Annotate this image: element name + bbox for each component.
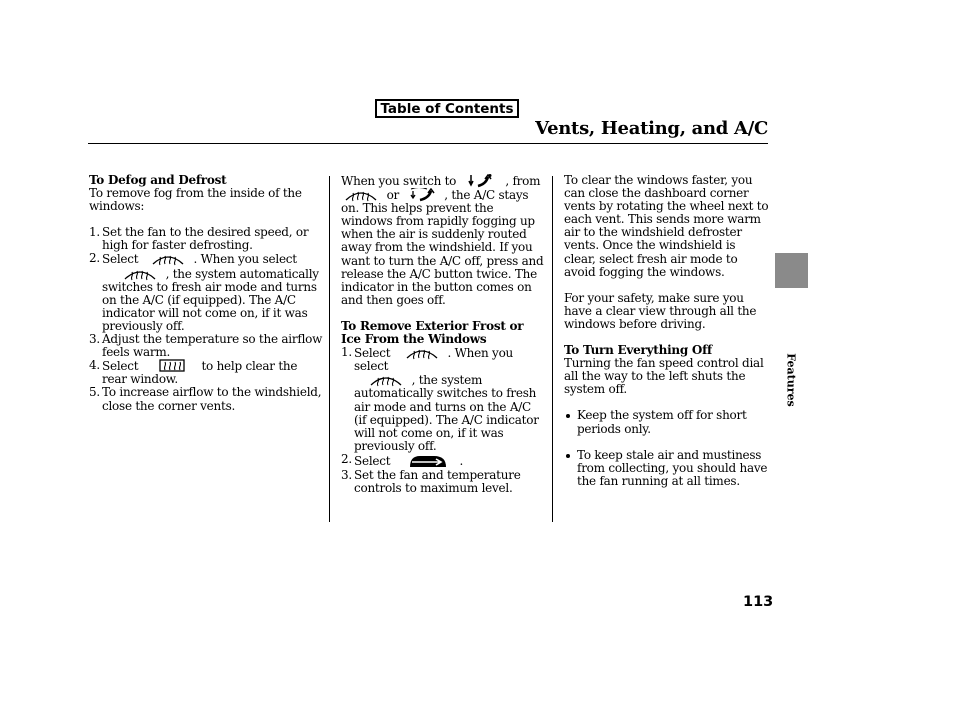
floor-defrost-mode-icon xyxy=(468,174,492,188)
list-item: To keep stale air and mustiness from col… xyxy=(564,448,769,488)
heading-turn-off: To Turn Everything Off xyxy=(564,343,712,358)
section-title: Vents, Heating, and A/C xyxy=(535,118,768,139)
header-divider xyxy=(88,143,768,144)
heading-frost: To Remove Exterior Frost or Ice From the… xyxy=(341,318,524,347)
column-defog: To Defog and Defrost To remove fog from … xyxy=(89,173,324,413)
windshield-defrost-icon xyxy=(370,377,402,387)
list-item: 3.Set the fan and temperature controls t… xyxy=(341,467,521,495)
floor-defrost-mode-icon xyxy=(410,188,435,202)
frost-steps: 1.Select . When you select , the system … xyxy=(341,346,546,495)
column-divider-1 xyxy=(329,176,330,522)
defog-steps: 1.Set the fan to the desired speed, or h… xyxy=(89,226,324,412)
table-of-contents-button[interactable]: Table of Contents xyxy=(375,99,519,118)
list-item: 4.Select to help clear the rear window. xyxy=(89,358,298,387)
heading-defog: To Defog and Defrost xyxy=(89,173,227,187)
column-off: To clear the windows faster, you can clo… xyxy=(564,173,769,488)
list-item: 1.Select . When you select , the system … xyxy=(341,345,539,453)
defog-intro: To remove fog from the inside of the win… xyxy=(89,186,302,214)
windshield-defrost-icon xyxy=(124,270,156,280)
column-divider-2 xyxy=(552,176,553,522)
windshield-defrost-icon xyxy=(345,191,377,202)
off-bullets: Keep the system off for short periods on… xyxy=(564,409,769,487)
mode-paragraph: When you switch to , from or , the A/C s… xyxy=(341,174,544,307)
list-item: 1.Set the fan to the desired speed, or h… xyxy=(89,225,309,253)
page-number: 113 xyxy=(743,594,774,610)
chapter-tab-marker xyxy=(775,253,808,288)
list-item: Keep the system off for short periods on… xyxy=(564,409,769,435)
clear-windows-paragraph: To clear the windows faster, you can clo… xyxy=(564,173,769,279)
list-item: 2.Select . When you select , the system … xyxy=(89,251,319,333)
turn-off-paragraph: Turning the fan speed control dial all t… xyxy=(564,356,764,397)
column-frost: When you switch to , from or , the A/C s… xyxy=(341,174,546,495)
windshield-defrost-icon xyxy=(152,256,184,266)
safety-paragraph: For your safety, make sure you have a cl… xyxy=(564,290,757,331)
windshield-defrost-icon xyxy=(406,349,438,360)
fresh-air-mode-icon xyxy=(409,455,446,467)
list-item: 3.Adjust the temperature so the airflow … xyxy=(89,332,323,360)
list-item: 2.Select . xyxy=(341,451,464,468)
rear-defrost-icon xyxy=(159,359,185,372)
side-tab-label: Features xyxy=(784,353,798,407)
list-item: 5.To increase airflow to the windshield,… xyxy=(89,385,322,413)
